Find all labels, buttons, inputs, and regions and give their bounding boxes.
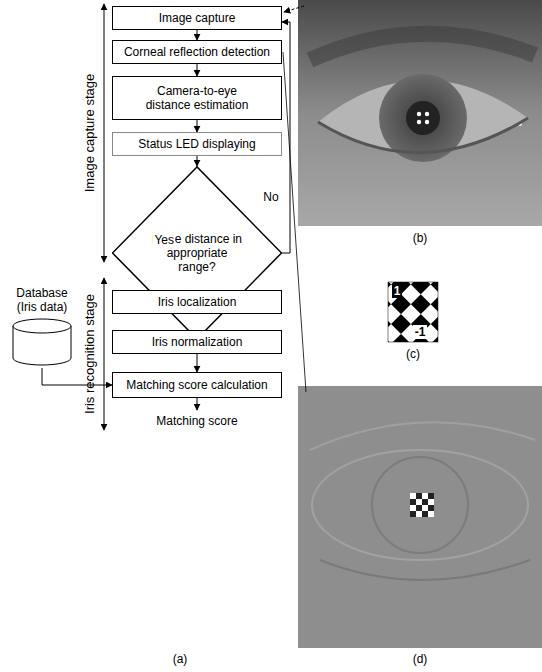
flow-arrow (197, 354, 198, 372)
node-text: Iris normalization (152, 335, 243, 349)
process-box: Camera-to-eye distance estimation (112, 76, 282, 120)
process-box: Status LED displaying (112, 132, 282, 156)
process-box: Iris normalization (112, 330, 282, 354)
panel-caption: (d) (413, 652, 428, 666)
stage-label: Iris recognition stage (82, 294, 98, 414)
panel-caption: (c) (406, 347, 420, 361)
filter-kernel (388, 282, 438, 342)
node-text: Camera-to-eye distance estimation (142, 84, 252, 112)
edge-label: No (262, 190, 279, 204)
kernel-value: -1 (413, 325, 428, 339)
output-arrow (197, 398, 198, 410)
node-text: Database (Iris data) (7, 286, 77, 314)
flow-arrow (197, 30, 198, 40)
node-text: Image capture (159, 11, 236, 25)
node-text: Iris localization (158, 295, 237, 309)
process-box: Corneal reflection detection (112, 40, 282, 64)
flow-arrow (197, 156, 198, 166)
flow-arrow (197, 64, 198, 76)
eye-photo (298, 0, 542, 226)
process-box: Iris localization (112, 290, 282, 314)
stage-bracket (104, 4, 105, 262)
kernel-value: 1 (392, 284, 403, 298)
edge-label: Yes (153, 233, 175, 247)
dashed-arrow (284, 6, 304, 12)
node-text: Corneal reflection detection (124, 45, 270, 59)
flow-arrow (197, 120, 198, 132)
database-cylinder: Database (Iris data) (6, 286, 78, 368)
output-label: Matching score (156, 414, 237, 428)
stage-bracket (104, 278, 105, 430)
flow-arrow (42, 368, 112, 385)
panel-caption: (b) (413, 231, 428, 245)
leader-line (283, 52, 306, 392)
process-box: Image capture (112, 6, 282, 30)
flow-arrow (282, 22, 290, 253)
node-text: Status LED displaying (138, 137, 255, 151)
stage-label: Image capture stage (82, 74, 98, 193)
cylinder-outline (12, 318, 72, 366)
panel-caption: (a) (173, 652, 188, 666)
node-text: Matching score calculation (126, 378, 267, 392)
filtered-eye-image (298, 386, 542, 648)
process-box: Matching score calculation (112, 372, 282, 398)
